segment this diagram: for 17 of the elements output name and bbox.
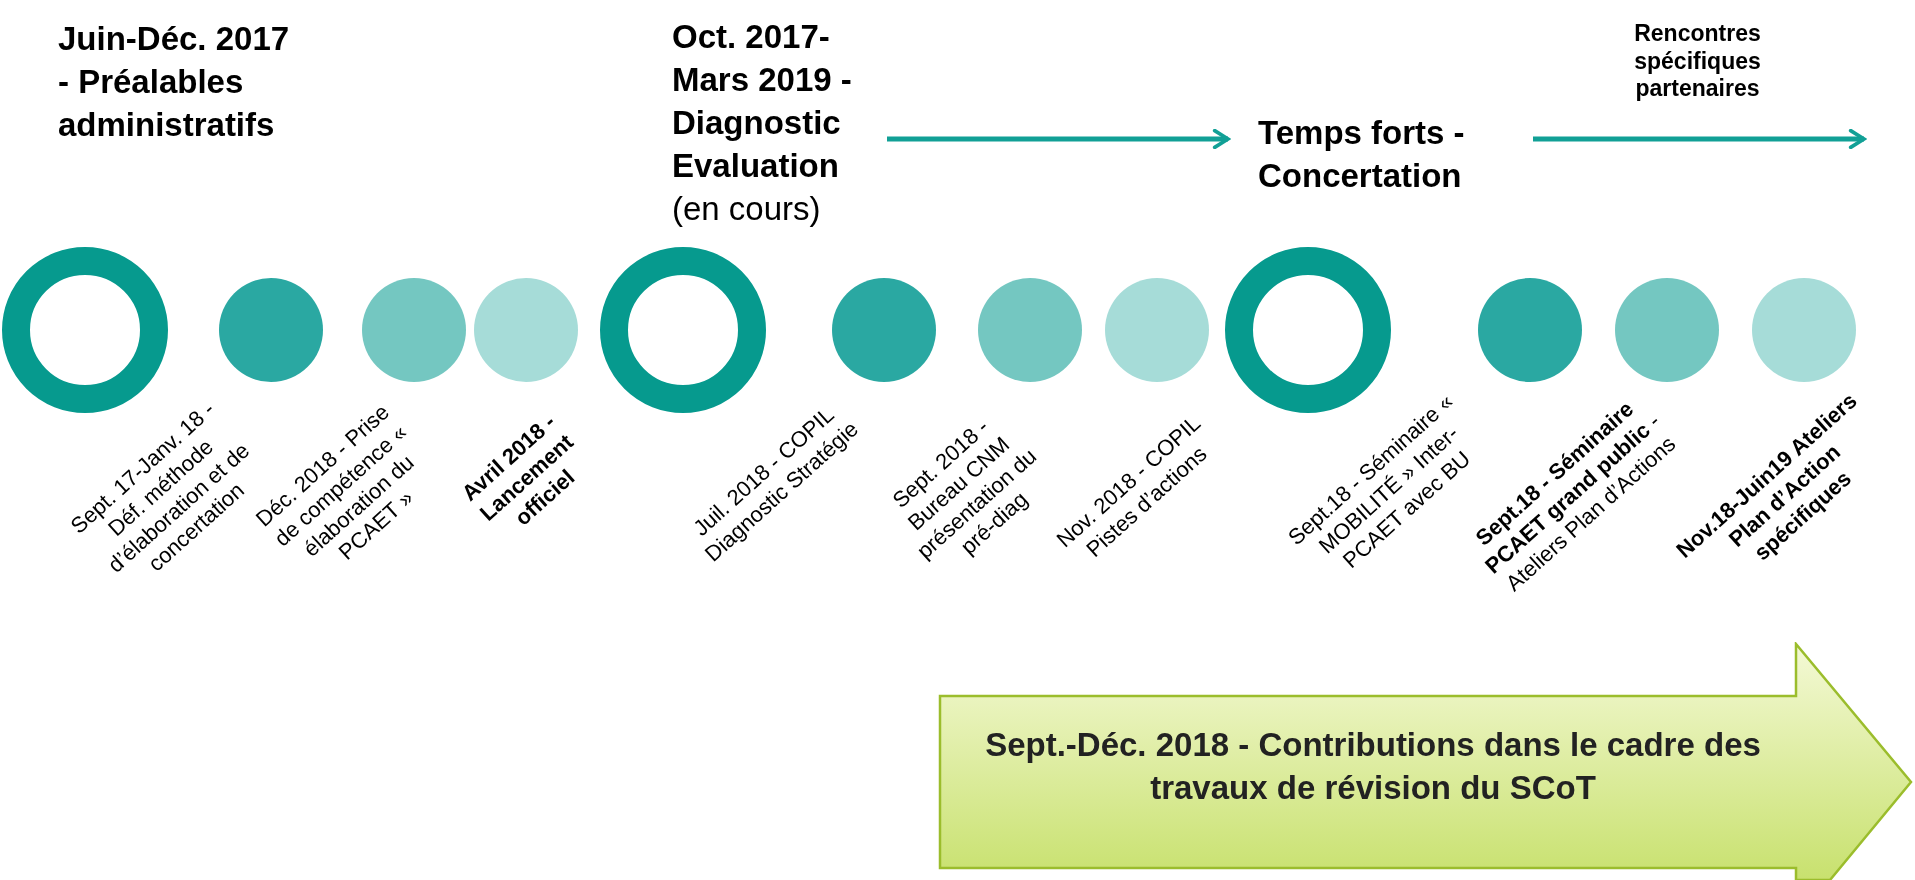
milestone-ring: [2, 247, 168, 413]
phase-heading: Oct. 2017-Mars 2019 - Diagnostic Evaluation (en cours): [672, 16, 887, 231]
milestone-ring: [600, 247, 766, 413]
milestone-dot: [1615, 278, 1719, 382]
phase-heading: Temps forts - Concertation: [1230, 112, 1533, 198]
milestone-dot: [474, 278, 578, 382]
banner-text: Sept.-Déc. 2018 - Contributions dans le cadre des travaux de révision du SCoT: [984, 725, 1762, 808]
arrow: [1533, 128, 1866, 150]
milestone-dot: [1105, 278, 1209, 382]
milestone-dot: [832, 278, 936, 382]
phase-heading: Juin-Déc. 2017 - Préalables administratifs: [58, 18, 308, 147]
arrow: [887, 128, 1230, 150]
milestone-dot: [219, 278, 323, 382]
milestone-dot: [1478, 278, 1582, 382]
milestone-dot: [1752, 278, 1856, 382]
milestone-dot: [978, 278, 1082, 382]
milestone-dot: [362, 278, 466, 382]
